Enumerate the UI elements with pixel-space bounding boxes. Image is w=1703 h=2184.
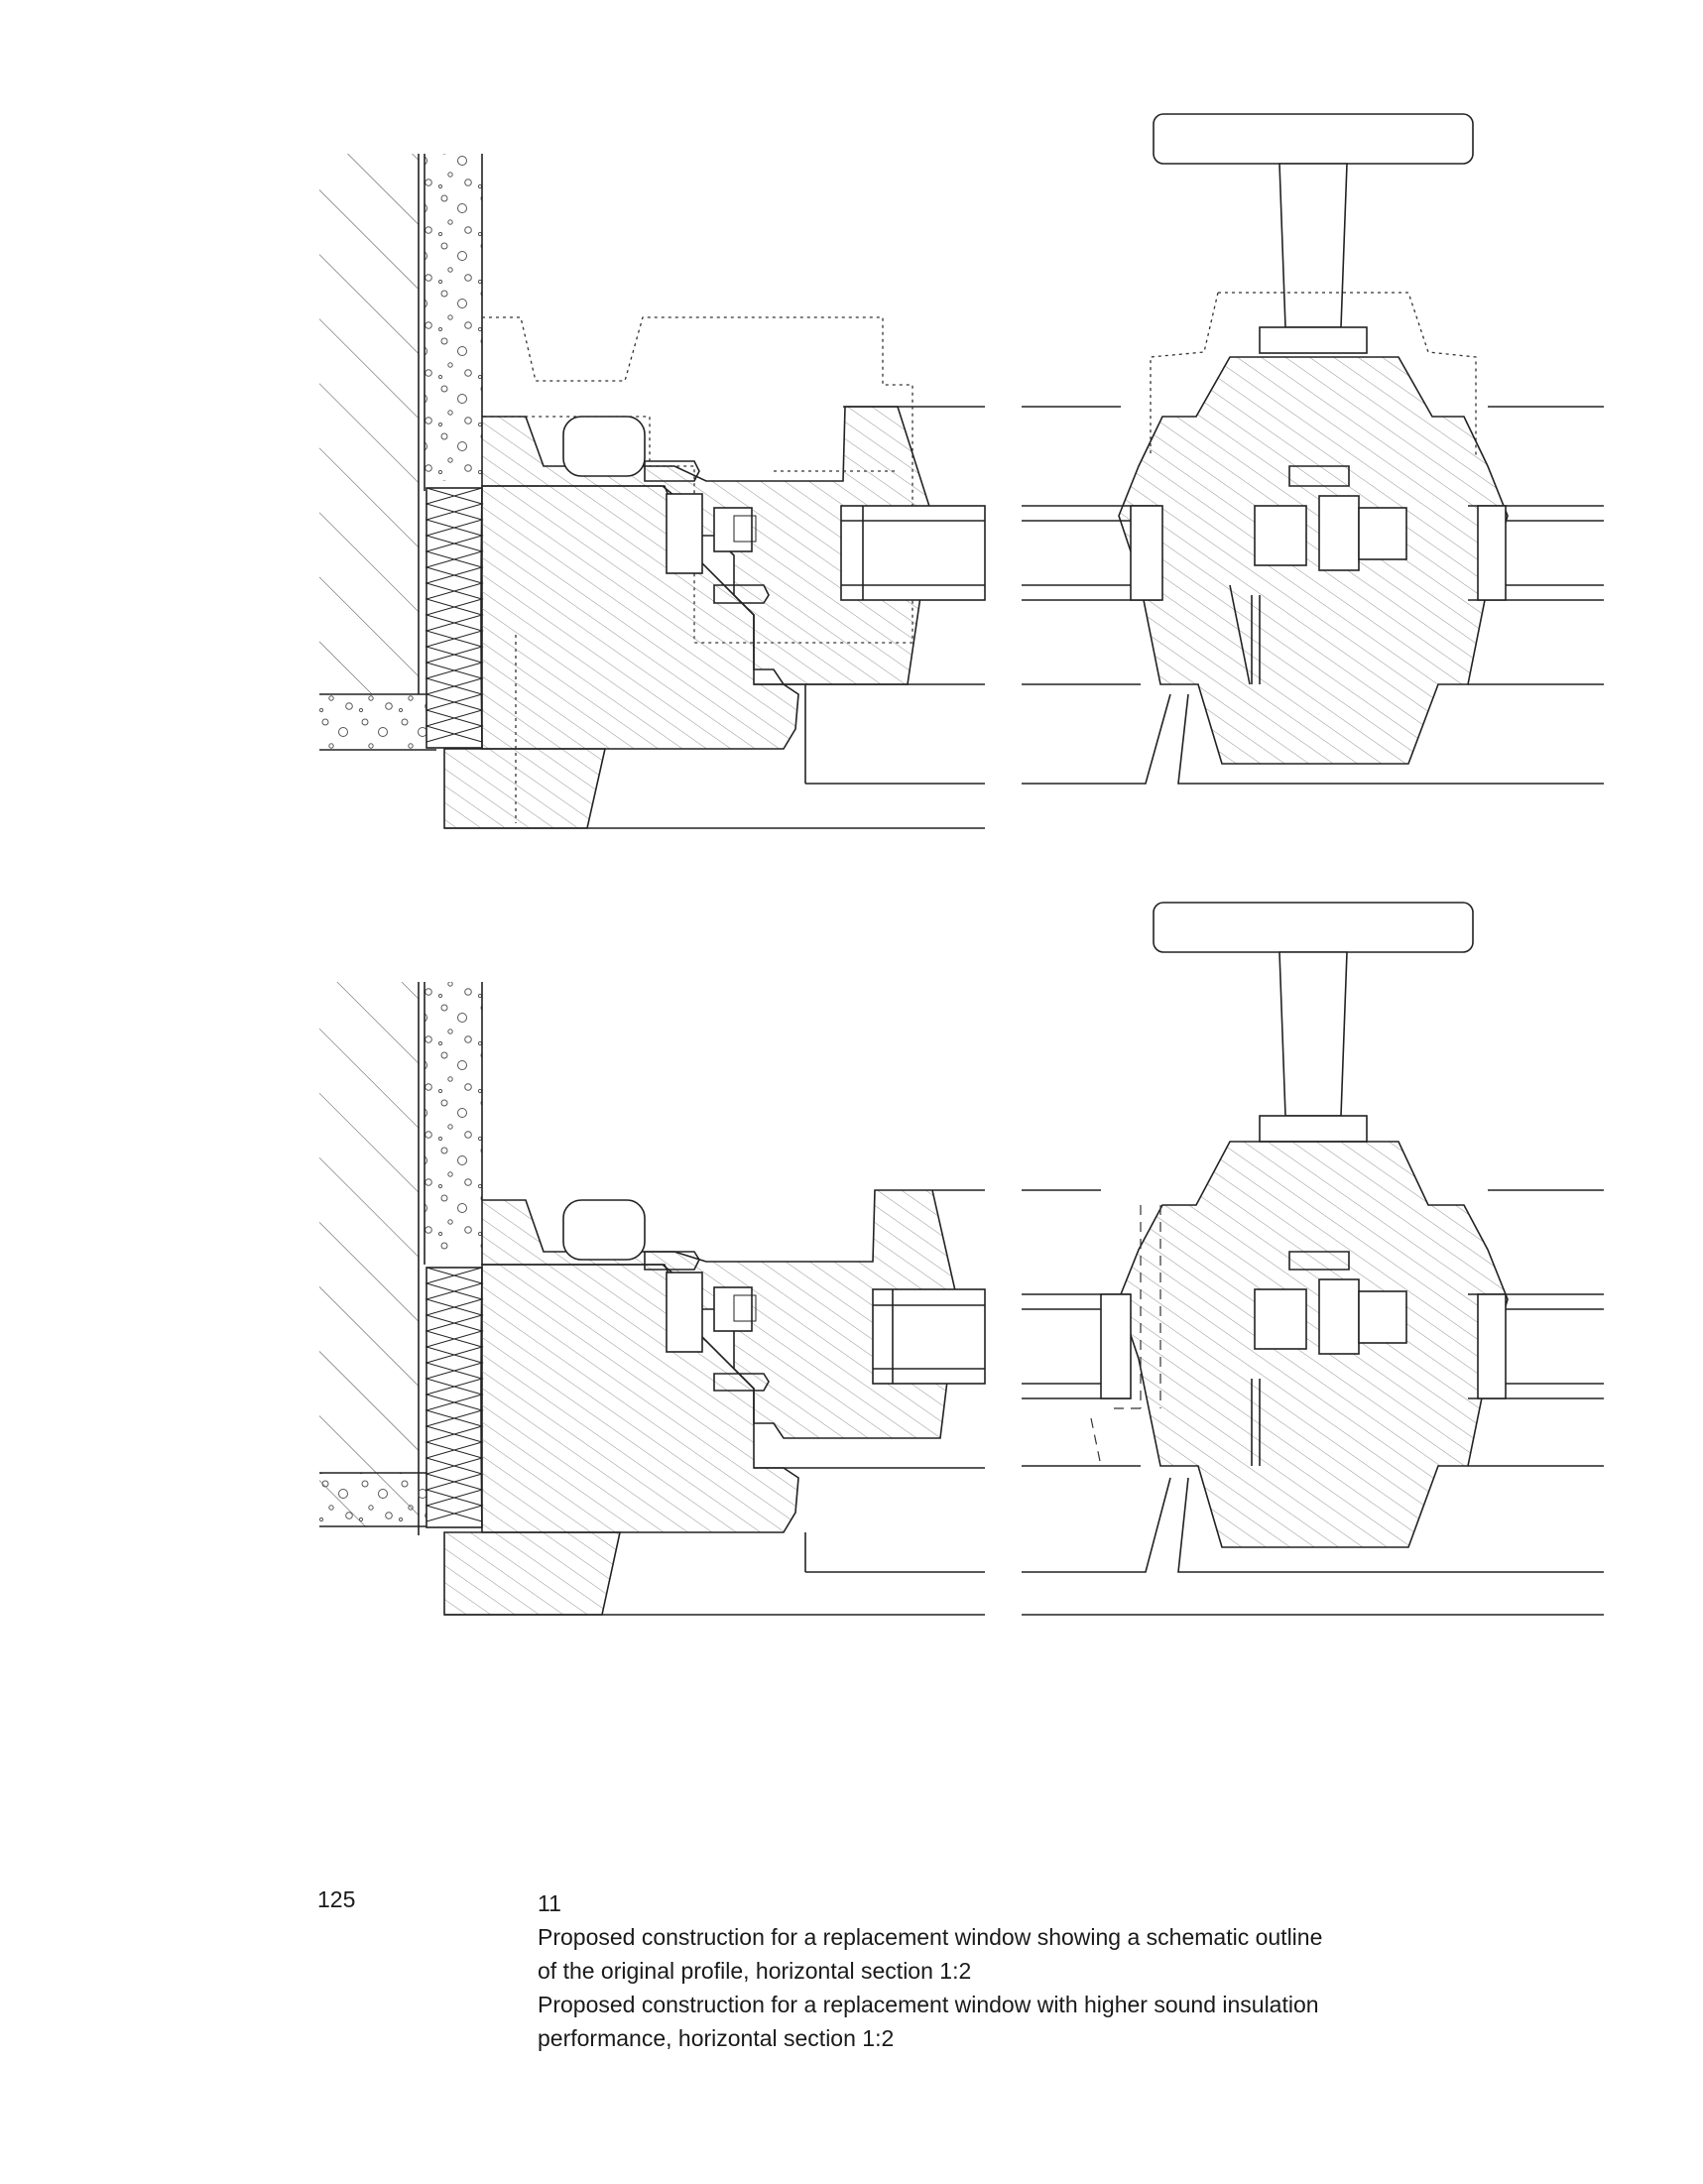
figure-number: 11	[538, 1890, 561, 1916]
page-number: 125	[317, 1886, 356, 1912]
handle-lever-lower	[1153, 902, 1474, 953]
plaster-render	[319, 154, 483, 751]
window-sash-lower-left	[480, 1264, 799, 1533]
caption-line: Proposed construction for a replacement …	[538, 1992, 1319, 2017]
gasket-lower-left	[562, 1199, 770, 1392]
glazing-upper-left	[444, 406, 986, 829]
window-sash-upper-left	[480, 485, 799, 750]
figure-caption: 11 Proposed construction for a replaceme…	[538, 1886, 1569, 2055]
masonry-wall	[319, 982, 420, 1535]
caption-line: of the original profile, horizontal sect…	[538, 1958, 972, 1984]
sill-lower-left	[443, 1531, 621, 1616]
mullion-upper-right	[1118, 113, 1509, 765]
insulation	[425, 1267, 484, 1528]
caption-line: performance, horizontal section 1:2	[538, 2025, 895, 2051]
handle-stem-lower	[1278, 951, 1348, 1117]
sill-upper-left	[443, 748, 606, 829]
glazing-lower-left	[444, 1189, 986, 1616]
handle-lever-upper	[1153, 113, 1474, 165]
mullion-lower-right	[1090, 902, 1509, 1548]
gasket-upper-left	[562, 416, 770, 604]
caption-line: Proposed construction for a replacement …	[538, 1924, 1323, 1950]
mullion-block-upper	[1118, 356, 1509, 765]
plaster-render	[319, 982, 483, 1527]
section-upper	[319, 113, 1604, 829]
glazing-upper-right	[1022, 406, 1604, 785]
glazing-lower-right	[1022, 1189, 1604, 1616]
masonry-wall	[319, 154, 420, 694]
mullion-block-lower	[1118, 1141, 1509, 1548]
handle-stem-upper	[1278, 163, 1348, 328]
section-lower	[319, 902, 1604, 1616]
insulation	[425, 487, 484, 749]
